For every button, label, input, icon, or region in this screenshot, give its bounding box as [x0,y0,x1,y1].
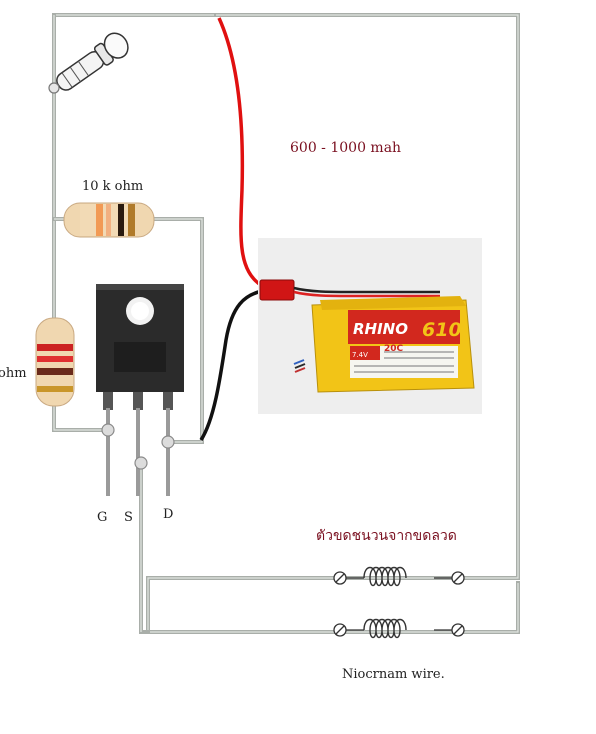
battery-brand: RHINO [353,320,408,338]
wire-name-label: Niocrnam wire. [342,667,445,682]
battery-rating: 20C [384,344,404,354]
battery-model: 610 [422,319,462,341]
switch-component [48,32,129,94]
lipo-battery: RHINO 610 20C 7.4V [258,238,482,414]
mosfet-transistor [96,284,184,496]
pin-g-label: G [97,510,108,525]
resistor-left-label: ohm [0,366,27,381]
negative-lead-wire [199,289,263,441]
heater-coil-lower [333,618,465,639]
battery-capacity-label: 600 - 1000 mah [290,140,402,156]
battery-voltage: 7.4V [352,351,368,359]
pin-joints [101,423,175,470]
resistor-10k [63,202,155,238]
heater-coil-upper [333,566,465,587]
positive-lead-wire [217,17,264,288]
pin-d-label: D [163,507,174,522]
heater-thai-label: ตัวขดชนวนจากขดลวด [316,528,457,544]
resistor-10k-label: 10 k ohm [82,179,144,194]
resistor-vertical [35,317,75,407]
pin-s-label: S [124,510,133,525]
